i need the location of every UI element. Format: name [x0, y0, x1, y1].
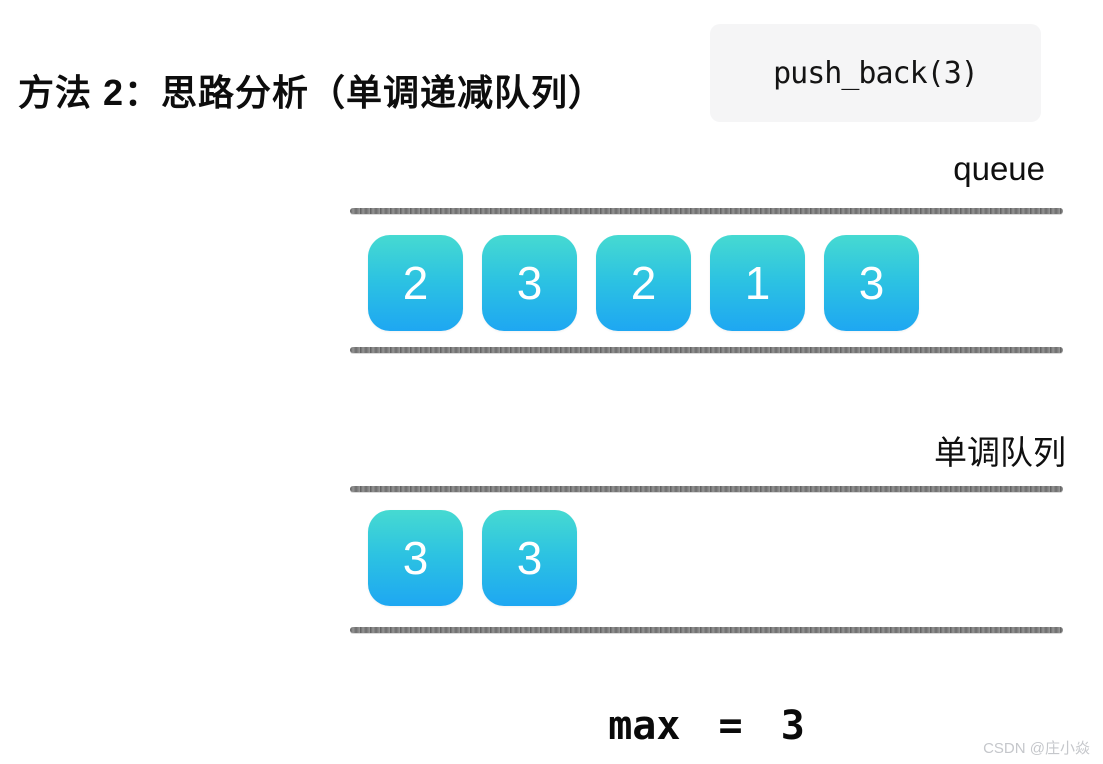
monotonic-queue-top-line	[350, 486, 1063, 492]
queue-item-tile: 2	[596, 235, 691, 331]
watermark: CSDN @庄小焱	[983, 740, 1090, 757]
max-result-text: max = 3	[608, 703, 805, 749]
queue-item-tile: 1	[710, 235, 805, 331]
queue-item-tile: 2	[368, 235, 463, 331]
queue-item-tile: 3	[824, 235, 919, 331]
queue-top-line	[350, 208, 1063, 214]
queue-item-tile: 3	[482, 510, 577, 606]
queue-bottom-line	[350, 347, 1063, 353]
page-title: 方法 2：思路分析（单调递减队列）	[18, 72, 606, 113]
queue-item-tile: 3	[368, 510, 463, 606]
push-back-operation-label: push_back(3)	[773, 55, 979, 91]
queue-label: queue	[953, 150, 1045, 187]
monotonic-queue-label: 单调队列	[934, 434, 1066, 471]
push-back-operation-box: push_back(3)	[710, 24, 1041, 122]
queue-item-tile: 3	[482, 235, 577, 331]
monotonic-queue-bottom-line	[350, 627, 1063, 633]
